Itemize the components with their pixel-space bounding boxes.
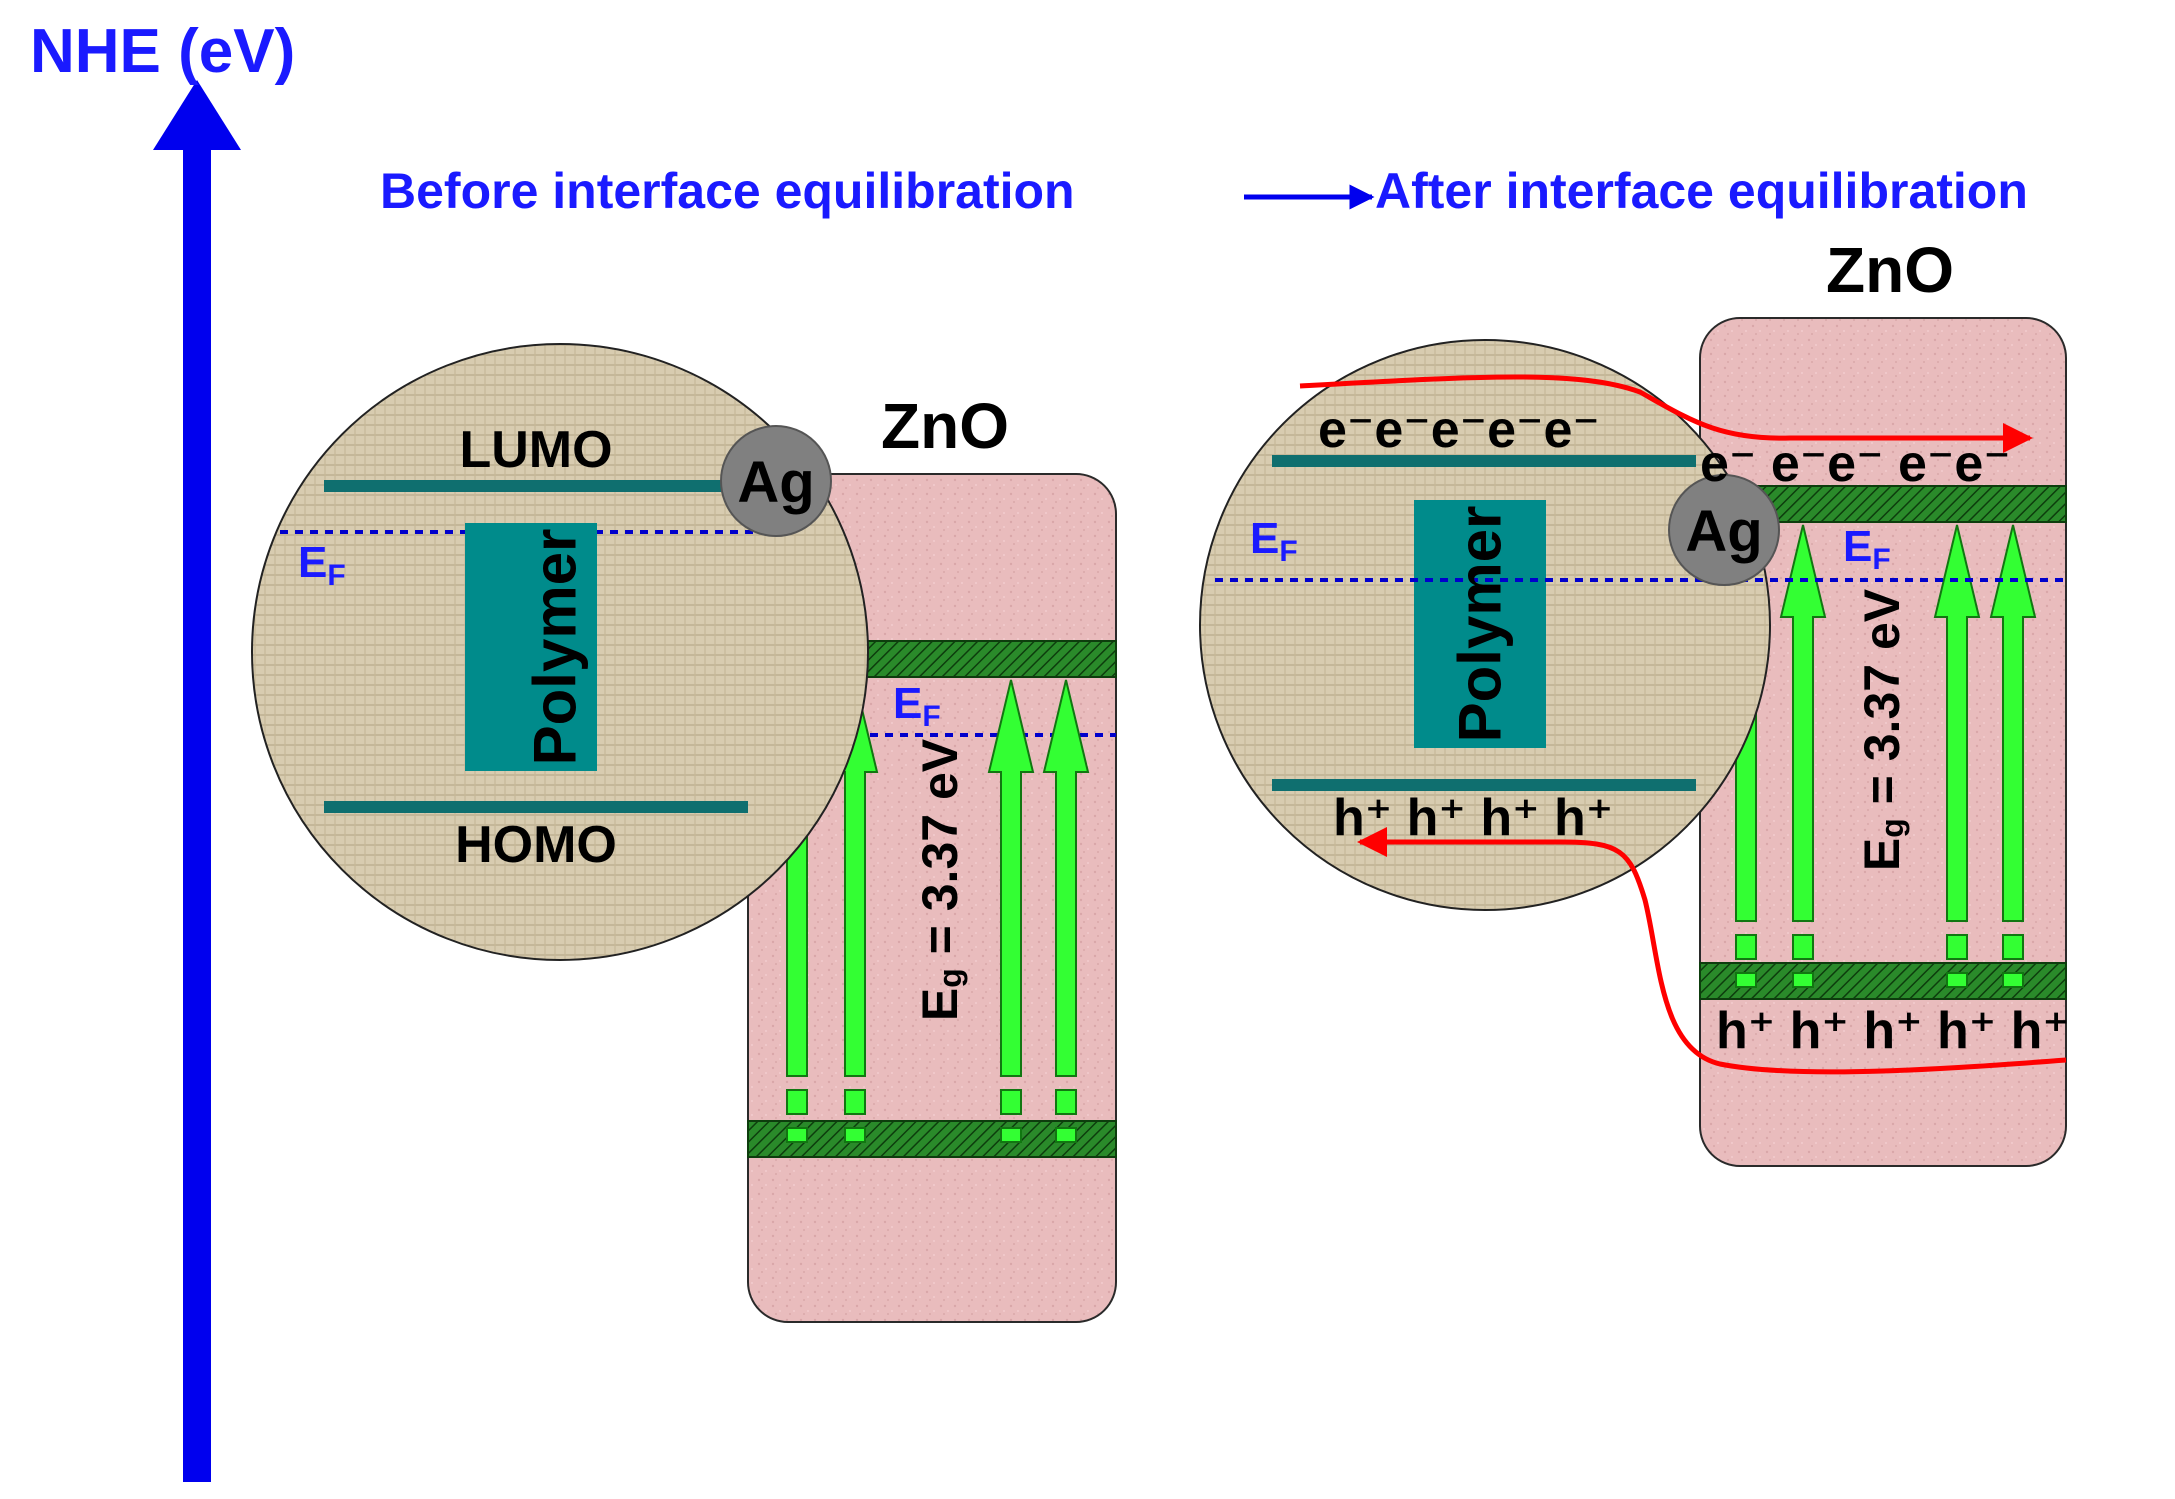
before-heading: Before interface equilibration: [380, 163, 1075, 219]
after-polymer-fermi-label: EF: [1250, 514, 1298, 568]
before-polymer-label: Polymer: [522, 529, 589, 766]
before-band-gap-label: Eg = 3.37 eV: [912, 738, 968, 1021]
after-polymer-electrons: e⁻e⁻e⁻e⁻e⁻: [1318, 401, 1600, 459]
axis-title: NHE (eV): [30, 17, 295, 86]
before-zno-valence-band: [747, 1120, 1117, 1158]
after-zno-label: ZnO: [1826, 234, 1954, 306]
after-homo-level: [1272, 779, 1696, 791]
after-band-gap-label: Eg = 3.37 eV: [1854, 588, 1910, 871]
before-lumo-level: [324, 480, 748, 492]
before-zno-label: ZnO: [881, 390, 1009, 462]
after-polymer-circle: [1199, 339, 1771, 911]
nhe-axis: [153, 80, 241, 1482]
after-zno-fermi-label: EF: [1843, 522, 1891, 576]
before-polymer-box: [465, 523, 597, 771]
before-ag-label: Ag: [737, 450, 814, 515]
after-polymer-holes: h⁺ h⁺ h⁺ h⁺: [1333, 789, 1613, 847]
electron-transfer-arrow: [1299, 374, 2033, 453]
before-homo-label: HOMO: [455, 816, 617, 874]
after-ag-label: Ag: [1685, 499, 1762, 564]
before-polymer-fermi-label: EF: [298, 538, 346, 592]
after-ag-particle: [1668, 474, 1780, 586]
before-polymer-circle: [251, 343, 869, 961]
after-zno-holes: h⁺ h⁺ h⁺ h⁺ h⁺: [1716, 1002, 2070, 1060]
after-polymer-box: [1414, 500, 1546, 748]
before-lumo-label: LUMO: [459, 421, 612, 479]
before-homo-level: [324, 801, 748, 813]
hole-transfer-arrow: [1357, 827, 2067, 1075]
before-ag-particle: [720, 425, 832, 537]
after-zno-electrons: e⁻ e⁻e⁻ e⁻e⁻: [1700, 435, 2011, 493]
after-heading: After interface equilibration: [1375, 163, 2028, 219]
before-zno-fermi-label: EF: [893, 679, 941, 733]
after-polymer-label: Polymer: [1447, 506, 1514, 743]
after-lumo-level: [1272, 455, 1696, 467]
